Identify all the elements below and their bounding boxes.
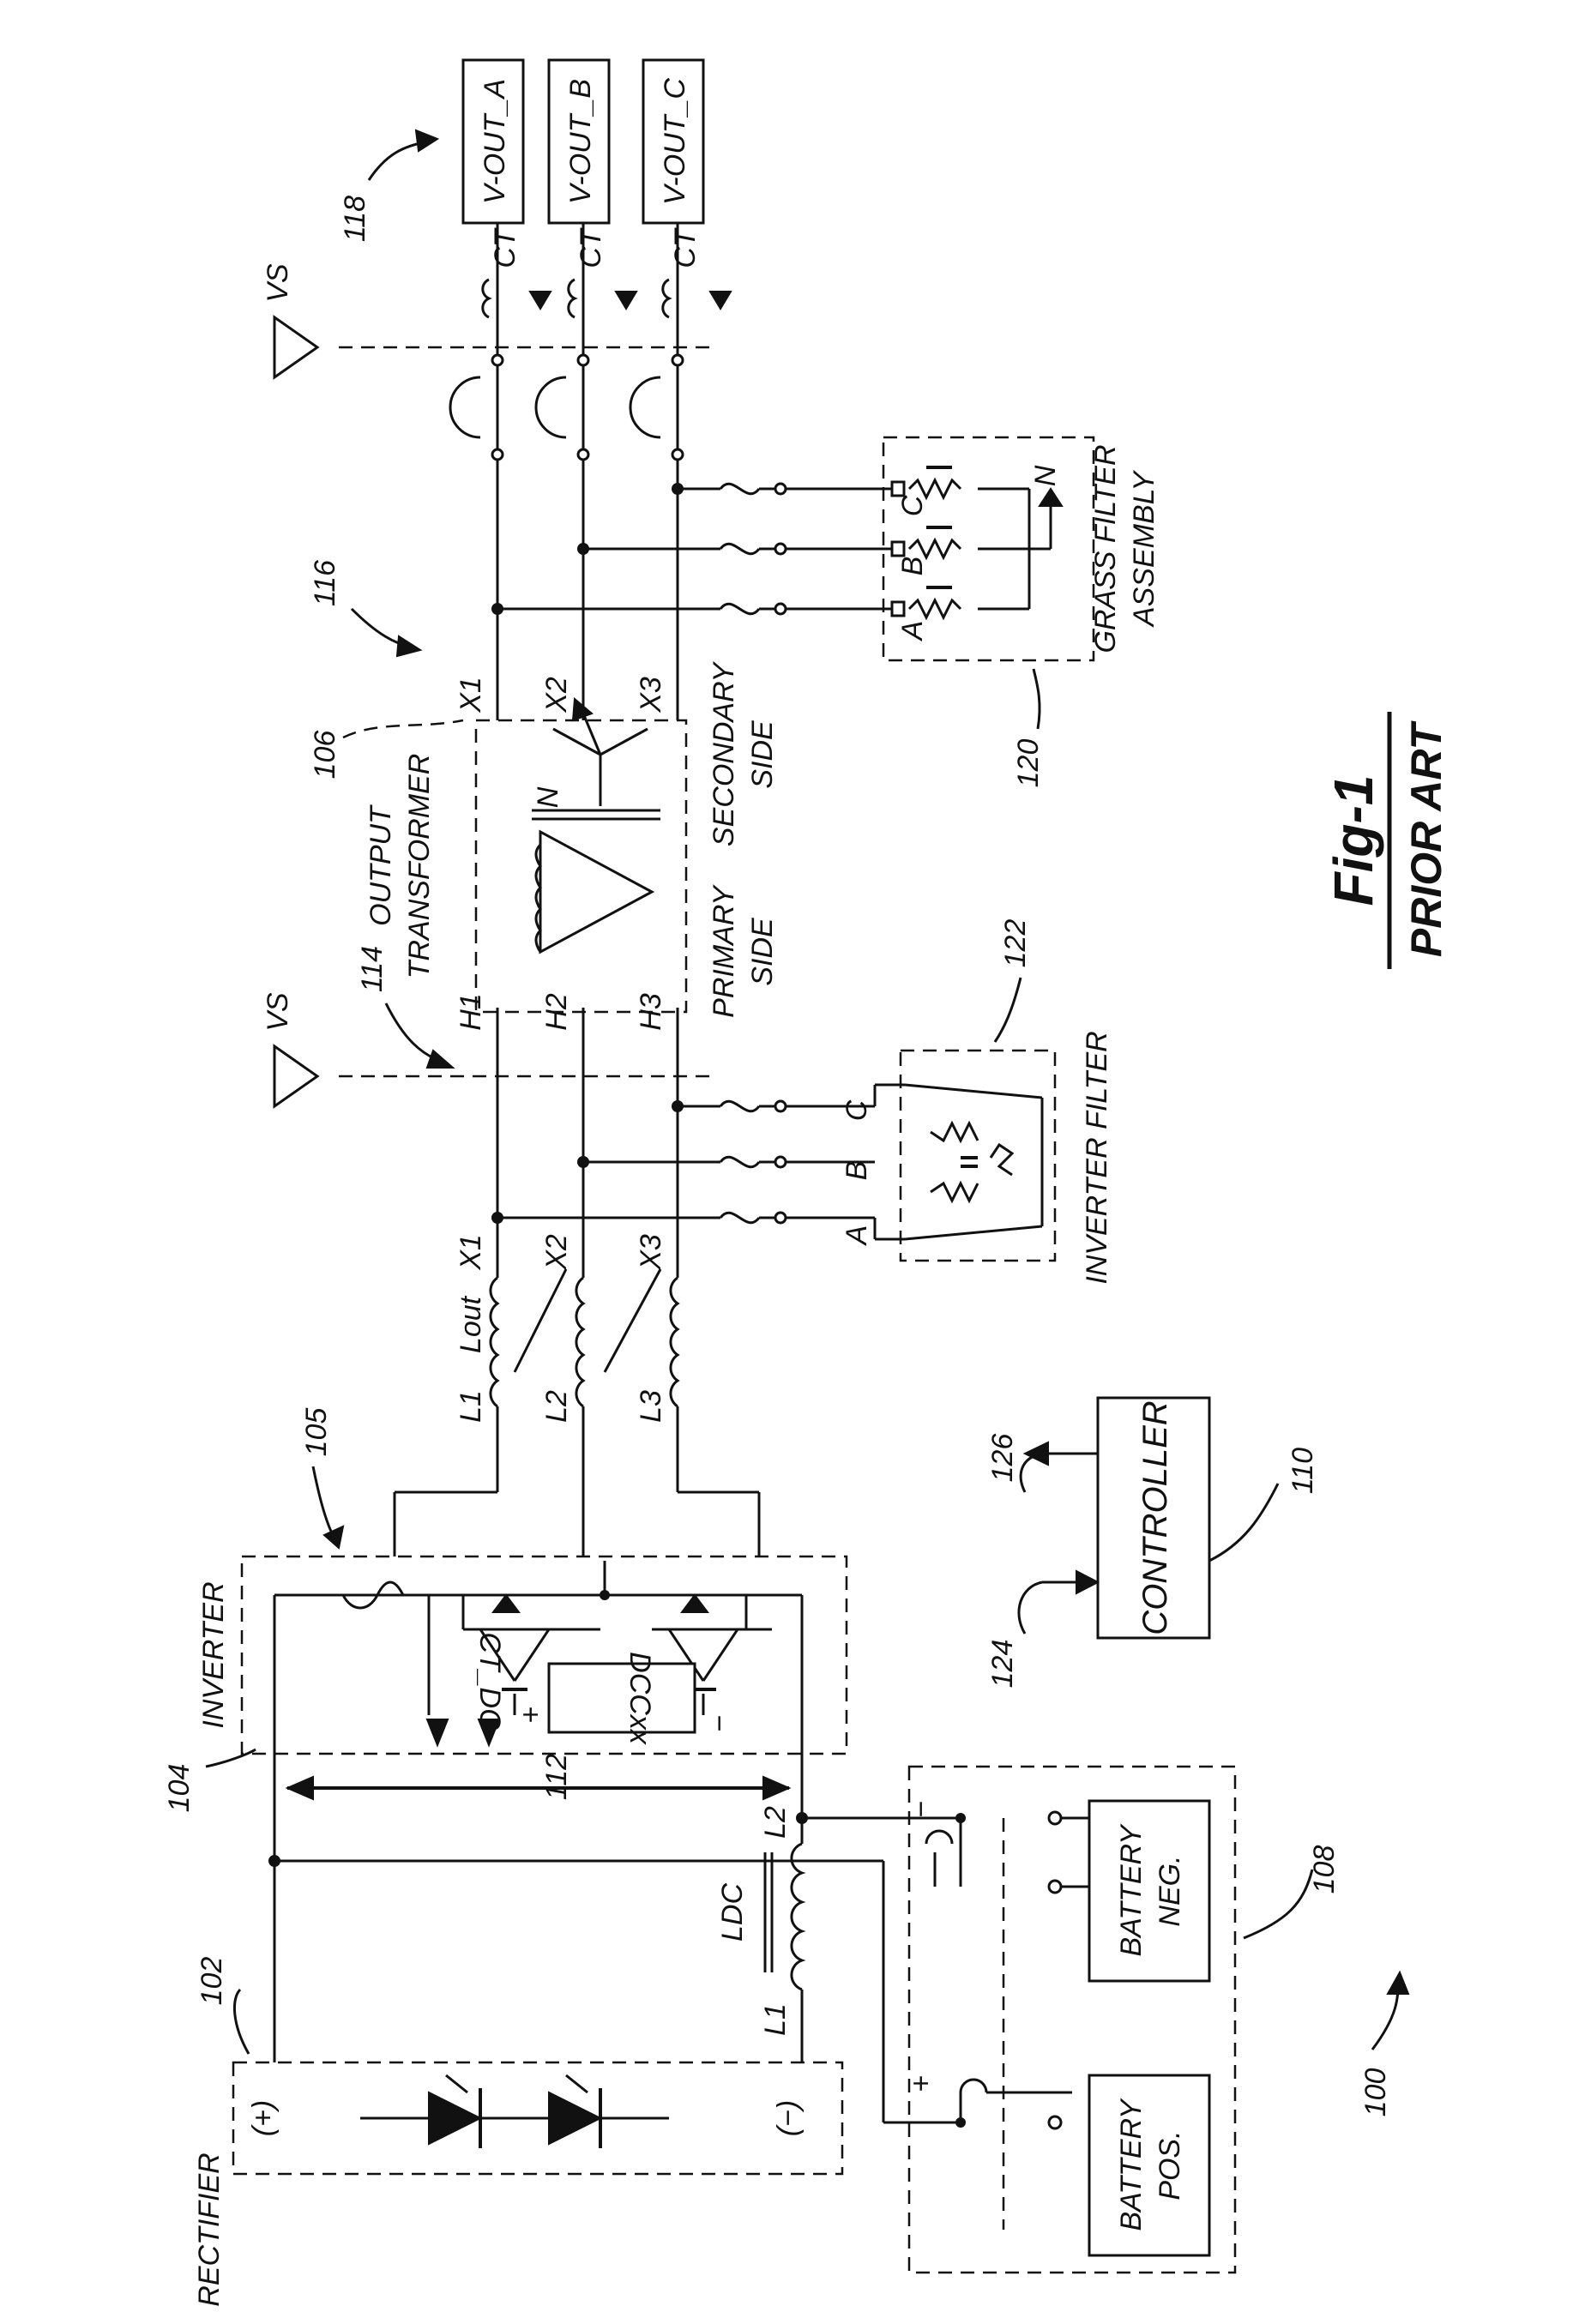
controller: CONTROLLER 110 124 126 bbox=[986, 1398, 1319, 1688]
wye-winding-icon bbox=[553, 699, 648, 806]
secondary-side-2: SIDE bbox=[746, 720, 779, 789]
inverter-label: INVERTER bbox=[197, 1581, 230, 1728]
inverter-filter-label: INVERTER FILTER bbox=[1081, 1031, 1113, 1284]
inverter-ref: 104 bbox=[163, 1764, 196, 1813]
lout-label: Lout bbox=[455, 1295, 487, 1353]
inverter-filter-b: B bbox=[841, 1161, 873, 1181]
rectifier-ref: 102 bbox=[196, 1957, 228, 2006]
rectifier-scr-icon bbox=[360, 2075, 669, 2148]
transformer-ref: 106 bbox=[309, 731, 341, 780]
grass-filter-b: B bbox=[896, 557, 929, 576]
battery-minus: − bbox=[905, 1801, 937, 1818]
vout-a-label: V-OUT_A bbox=[479, 79, 511, 204]
inverter-minus: − bbox=[703, 1715, 736, 1732]
grass-filter-label-2: ASSEMBLY bbox=[1128, 470, 1160, 628]
dcc-sensor-box bbox=[549, 1664, 695, 1732]
primary-side-2: SIDE bbox=[746, 918, 779, 986]
lout-inductor-1-icon bbox=[491, 1278, 497, 1406]
dcc-sensor-label: DCCxx bbox=[624, 1652, 656, 1745]
lout-x2-label: X2 bbox=[540, 1234, 573, 1271]
ldc-l1-label: L1 bbox=[759, 2003, 792, 2036]
secondary-x1-label: X1 bbox=[455, 677, 487, 713]
secondary-ref: 116 bbox=[309, 560, 341, 606]
vout-c-label: V-OUT_C bbox=[659, 78, 691, 205]
inverter-filter-a: A bbox=[841, 1225, 873, 1247]
figure-subtitle: PRIOR ART bbox=[1402, 719, 1450, 957]
grass-filter-n: N bbox=[1029, 465, 1062, 486]
grass-filter-a: A bbox=[896, 621, 929, 642]
ct-c-label: CT bbox=[669, 227, 702, 268]
ct-sensors-icon bbox=[483, 280, 731, 317]
lout-l1-label: L1 bbox=[455, 1390, 487, 1423]
rectifier-neg-terminal: (−) bbox=[772, 2100, 805, 2137]
dc-link-ref: 112 bbox=[540, 1754, 573, 1800]
battery-ref: 108 bbox=[1308, 1845, 1341, 1894]
grass-filter-label-1: GRASS FILTER bbox=[1089, 444, 1122, 653]
ct-dc-label: CT_DC bbox=[473, 1632, 506, 1730]
lout-l3-label: L3 bbox=[635, 1390, 667, 1423]
inverter-filter-ref: 122 bbox=[999, 919, 1032, 968]
battery-neg-label-2: NEG. bbox=[1154, 1855, 1186, 1926]
output-inductors: L1 L2 L3 Lout X1 X2 X3 bbox=[395, 1218, 759, 1492]
lout-l2-label: L2 bbox=[540, 1390, 573, 1423]
vs-primary-icon bbox=[274, 1046, 317, 1106]
primary-bus: VS 114 H1 H2 H3 bbox=[262, 946, 875, 1224]
battery-pos-label-1: BATTERY bbox=[1115, 2098, 1148, 2231]
primary-side-1: PRIMARY bbox=[708, 884, 740, 1018]
outputs-ref: 118 bbox=[339, 196, 371, 242]
grass-filter-ref: 120 bbox=[1012, 739, 1045, 788]
lout-x3-label: X3 bbox=[635, 1234, 667, 1271]
ct-b-label: CT bbox=[575, 227, 607, 268]
grass-filter-rc-icon bbox=[909, 467, 961, 617]
secondary-side-1: SECONDARY bbox=[708, 661, 740, 846]
h1-label: H1 bbox=[455, 993, 487, 1030]
inverter-plus: + bbox=[515, 1707, 547, 1724]
filter-rc-icon bbox=[931, 1123, 1012, 1201]
primary-ref: 114 bbox=[356, 946, 389, 992]
battery-assembly: + − BATTERY POS. BATTERY NEG. 108 bbox=[883, 1767, 1341, 2273]
secondary-x3-label: X3 bbox=[635, 677, 667, 713]
controller-label: CONTROLLER bbox=[1136, 1400, 1174, 1635]
vs-secondary-label: VS bbox=[262, 263, 294, 303]
rectifier-label: RECTIFIER bbox=[193, 2152, 226, 2306]
battery-pos-label-2: POS. bbox=[1154, 2130, 1186, 2200]
secondary-bus: VS CT CT CT 118 V-OUT_A V-OUT_B V-OUT_C bbox=[262, 60, 896, 720]
controller-input-ref: 124 bbox=[986, 1640, 1019, 1689]
ldc-l2-label: L2 bbox=[759, 1806, 792, 1839]
rectifier: (+) (−) RECTIFIER 102 bbox=[193, 1957, 842, 2307]
vs-primary-label: VS bbox=[262, 992, 294, 1032]
lout-inductor-3-icon bbox=[671, 1278, 678, 1406]
vs-secondary-icon bbox=[274, 317, 317, 377]
inverter-filter: A B C INVERTER FILTER 122 bbox=[841, 919, 1113, 1285]
rectifier-pos-terminal: (+) bbox=[247, 2100, 280, 2137]
lout-x1-label: X1 bbox=[455, 1234, 487, 1271]
transformer-label-1: OUTPUT bbox=[365, 804, 397, 926]
battery-plus: + bbox=[905, 2075, 937, 2092]
figure-title: Fig-1 bbox=[1323, 775, 1384, 906]
secondary-x2-label: X2 bbox=[540, 677, 573, 713]
inverter: INVERTER 104 105 + − bbox=[163, 1408, 847, 1813]
controller-ref: 110 bbox=[1287, 1448, 1319, 1494]
vout-b-label: V-OUT_B bbox=[564, 79, 597, 204]
transformer-label-2: TRANSFORMER bbox=[403, 754, 436, 979]
controller-output-ref: 126 bbox=[986, 1434, 1019, 1483]
grass-filter: N A B C GRASS FILTER ASSEMBLY 120 bbox=[883, 437, 1160, 787]
figure-caption: Fig-1 PRIOR ART 100 bbox=[1323, 712, 1450, 2116]
lout-inductor-2-icon bbox=[576, 1278, 583, 1406]
transformer-n: N bbox=[532, 786, 564, 808]
battery-neg-box bbox=[1089, 1801, 1209, 1981]
ct-a-label: CT bbox=[489, 227, 521, 268]
grass-filter-c: C bbox=[896, 495, 929, 516]
battery-pos-box bbox=[1089, 2075, 1209, 2255]
delta-winding-icon bbox=[536, 832, 652, 952]
ldc-label: LDC bbox=[716, 1883, 749, 1942]
inverter-stage-ref: 105 bbox=[300, 1408, 333, 1457]
battery-neg-label-1: BATTERY bbox=[1115, 1823, 1148, 1956]
figure-ref: 100 bbox=[1359, 2068, 1392, 2117]
inverter-filter-c: C bbox=[841, 1099, 873, 1121]
ldc-inductor-icon bbox=[765, 1844, 802, 1990]
